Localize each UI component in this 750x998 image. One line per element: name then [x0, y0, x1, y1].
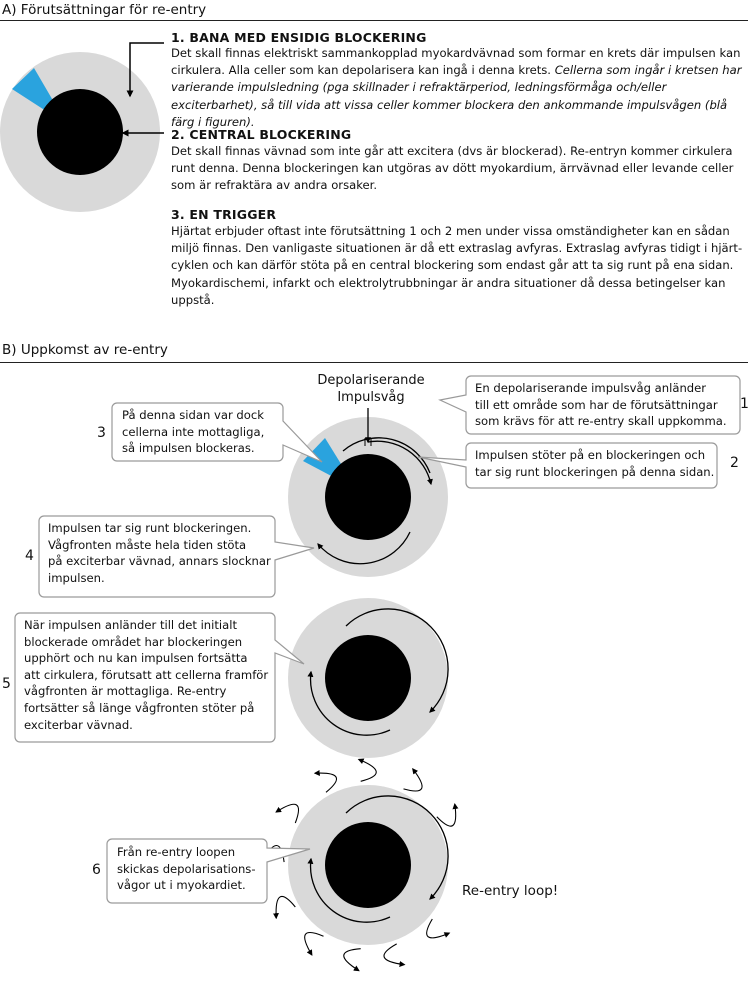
callout-5-line: blockerade området har blockeringen	[24, 634, 243, 649]
outgoing-wave-arrow	[272, 896, 296, 920]
item-1-body: Det skall finnas elektriskt sammankoppla…	[171, 46, 741, 78]
fig-b3-loop-arc-left	[307, 857, 391, 923]
outgoing-wave-arrow	[357, 758, 377, 782]
step-number-2: 2	[730, 455, 739, 471]
outgoing-wave-arrow	[383, 943, 406, 967]
section-b-title: B) Uppkomst av re-entry	[2, 342, 168, 358]
fig-b2-loop-arc-left	[307, 670, 391, 736]
callout-2-text: Impulsen stöter på en blockeringen och t…	[475, 447, 714, 480]
fig-b1-central-block	[325, 454, 411, 540]
item-1-text: Det skall finnas elektriskt sammankoppla…	[171, 45, 747, 131]
step-number-5: 5	[2, 676, 11, 692]
figure-a	[0, 42, 164, 212]
figure-b-step-1-3	[288, 408, 448, 577]
fig-b3-loop-arc-right	[345, 795, 449, 900]
section-a-rule	[0, 20, 748, 21]
outgoing-wave-arrow	[436, 803, 459, 827]
section-b-rule	[0, 362, 748, 363]
outgoing-wave-arrow	[426, 918, 451, 939]
wave-label-line-2: Impulsvåg	[337, 390, 405, 405]
step-number-1: 1	[740, 396, 749, 412]
fig-a-central-block	[37, 89, 123, 175]
callout-4-box	[38, 515, 315, 598]
step-number-3: 3	[97, 425, 106, 441]
callout-1-box	[438, 375, 741, 435]
item-3-text: Hjärtat erbjuder oftast inte förutsättni…	[171, 224, 743, 307]
callout-6-line: Från re-entry loopen	[117, 845, 236, 859]
callout-5-box	[14, 612, 305, 743]
fig-a-arrow-1	[126, 42, 164, 98]
callout-5-line: att cirkulera, förutsatt att cellerna fr…	[24, 667, 269, 682]
callout-2-box	[417, 442, 718, 489]
fig-a-blocked-region	[12, 68, 55, 111]
callout-6-box	[106, 838, 311, 904]
callout-4-line: Vågfronten måste hela tiden stöta	[48, 537, 247, 552]
outgoing-wave-arrow	[403, 767, 423, 792]
fig-b2-loop-arc-right	[345, 608, 449, 713]
fig-b1-wave-arc-right	[367, 440, 433, 486]
callout-3-line: På denna sidan var dock	[122, 408, 264, 422]
fig-b1-wave-arc-lower	[317, 531, 411, 565]
re-entry-loop-label: Re-entry loop!	[462, 883, 559, 899]
callout-5-line: fortsätter så länge vågfronten stöter på	[24, 700, 255, 715]
callout-5-line: upphört och nu kan impulsen fortsätta	[24, 651, 248, 666]
figure-b-step-5	[288, 598, 449, 758]
step-number-6: 6	[92, 862, 101, 878]
fig-b2-central-block	[325, 635, 411, 721]
section-a-title: A) Förutsättningar för re-entry	[2, 2, 207, 18]
fig-b1-wave-arc-upper	[342, 437, 431, 474]
callout-5-line: exciterbar vävnad.	[24, 717, 133, 732]
callout-6-text: Från re-entry loopen skickas depolarisat…	[117, 844, 256, 894]
fig-b3-outgoing-waves	[261, 758, 459, 972]
callout-5-line: vågfronten är mottagliga. Re-entry	[24, 684, 227, 699]
fig-b1-blocked-region	[303, 438, 346, 479]
callout-2-line: Impulsen stöter på en blockeringen och	[475, 448, 706, 462]
callout-5-text: När impulsen anländer till det initialt …	[24, 617, 268, 733]
callout-4-text: Impulsen tar sig runt blockeringen. Vågf…	[48, 520, 271, 586]
step-number-4: 4	[25, 548, 34, 564]
callout-1-line: En depolariserande impulsvåg anländer	[475, 381, 707, 395]
wave-label-line-1: Depolariserande	[317, 373, 425, 388]
item-1-body-italic: Cellerna som ingår i kretsen har variera…	[171, 63, 742, 129]
callout-3-line: cellerna inte mottagliga,	[122, 424, 265, 439]
item-1-heading: 1. BANA MED ENSIDIG BLOCKERING	[171, 30, 427, 45]
item-2-heading: 2. CENTRAL BLOCKERING	[171, 127, 352, 142]
outgoing-wave-arrow	[343, 948, 361, 972]
outgoing-wave-arrow	[304, 932, 324, 956]
callout-4-line: Impulsen tar sig runt blockeringen.	[48, 521, 252, 535]
outgoing-wave-arrow	[275, 803, 300, 824]
callout-6-line: vågor ut i myokardiet.	[117, 878, 246, 893]
callout-5-line: När impulsen anländer till det initialt	[24, 618, 237, 632]
callout-3-line: så impulsen blockeras.	[122, 441, 255, 456]
callout-4-line: impulsen.	[48, 570, 105, 585]
callout-4-line: på exciterbar vävnad, annars slocknar	[48, 554, 271, 569]
item-2-text: Det skall finnas vävnad som inte går att…	[171, 144, 734, 193]
callout-3-text: På denna sidan var dock cellerna inte mo…	[122, 407, 264, 457]
callout-shapes	[14, 375, 741, 904]
outgoing-wave-arrow	[313, 769, 337, 793]
callout-1-text: En depolariserande impulsvåg anländer ti…	[475, 380, 727, 430]
callout-1-line: till ett område som har de förutsättning…	[475, 397, 718, 412]
callout-1-line: som krävs för att re-entry skall uppkomm…	[475, 414, 727, 429]
fig-b3-central-block	[325, 822, 411, 908]
callout-6-line: skickas depolarisations-	[117, 861, 256, 876]
callout-2-line: tar sig runt blockeringen på denna sidan…	[475, 464, 715, 479]
item-3-heading: 3. EN TRIGGER	[171, 207, 277, 222]
wave-label: Depolariserande Impulsvåg	[316, 372, 426, 406]
figure-b-step-6	[261, 758, 459, 972]
callout-3-box	[111, 402, 323, 463]
